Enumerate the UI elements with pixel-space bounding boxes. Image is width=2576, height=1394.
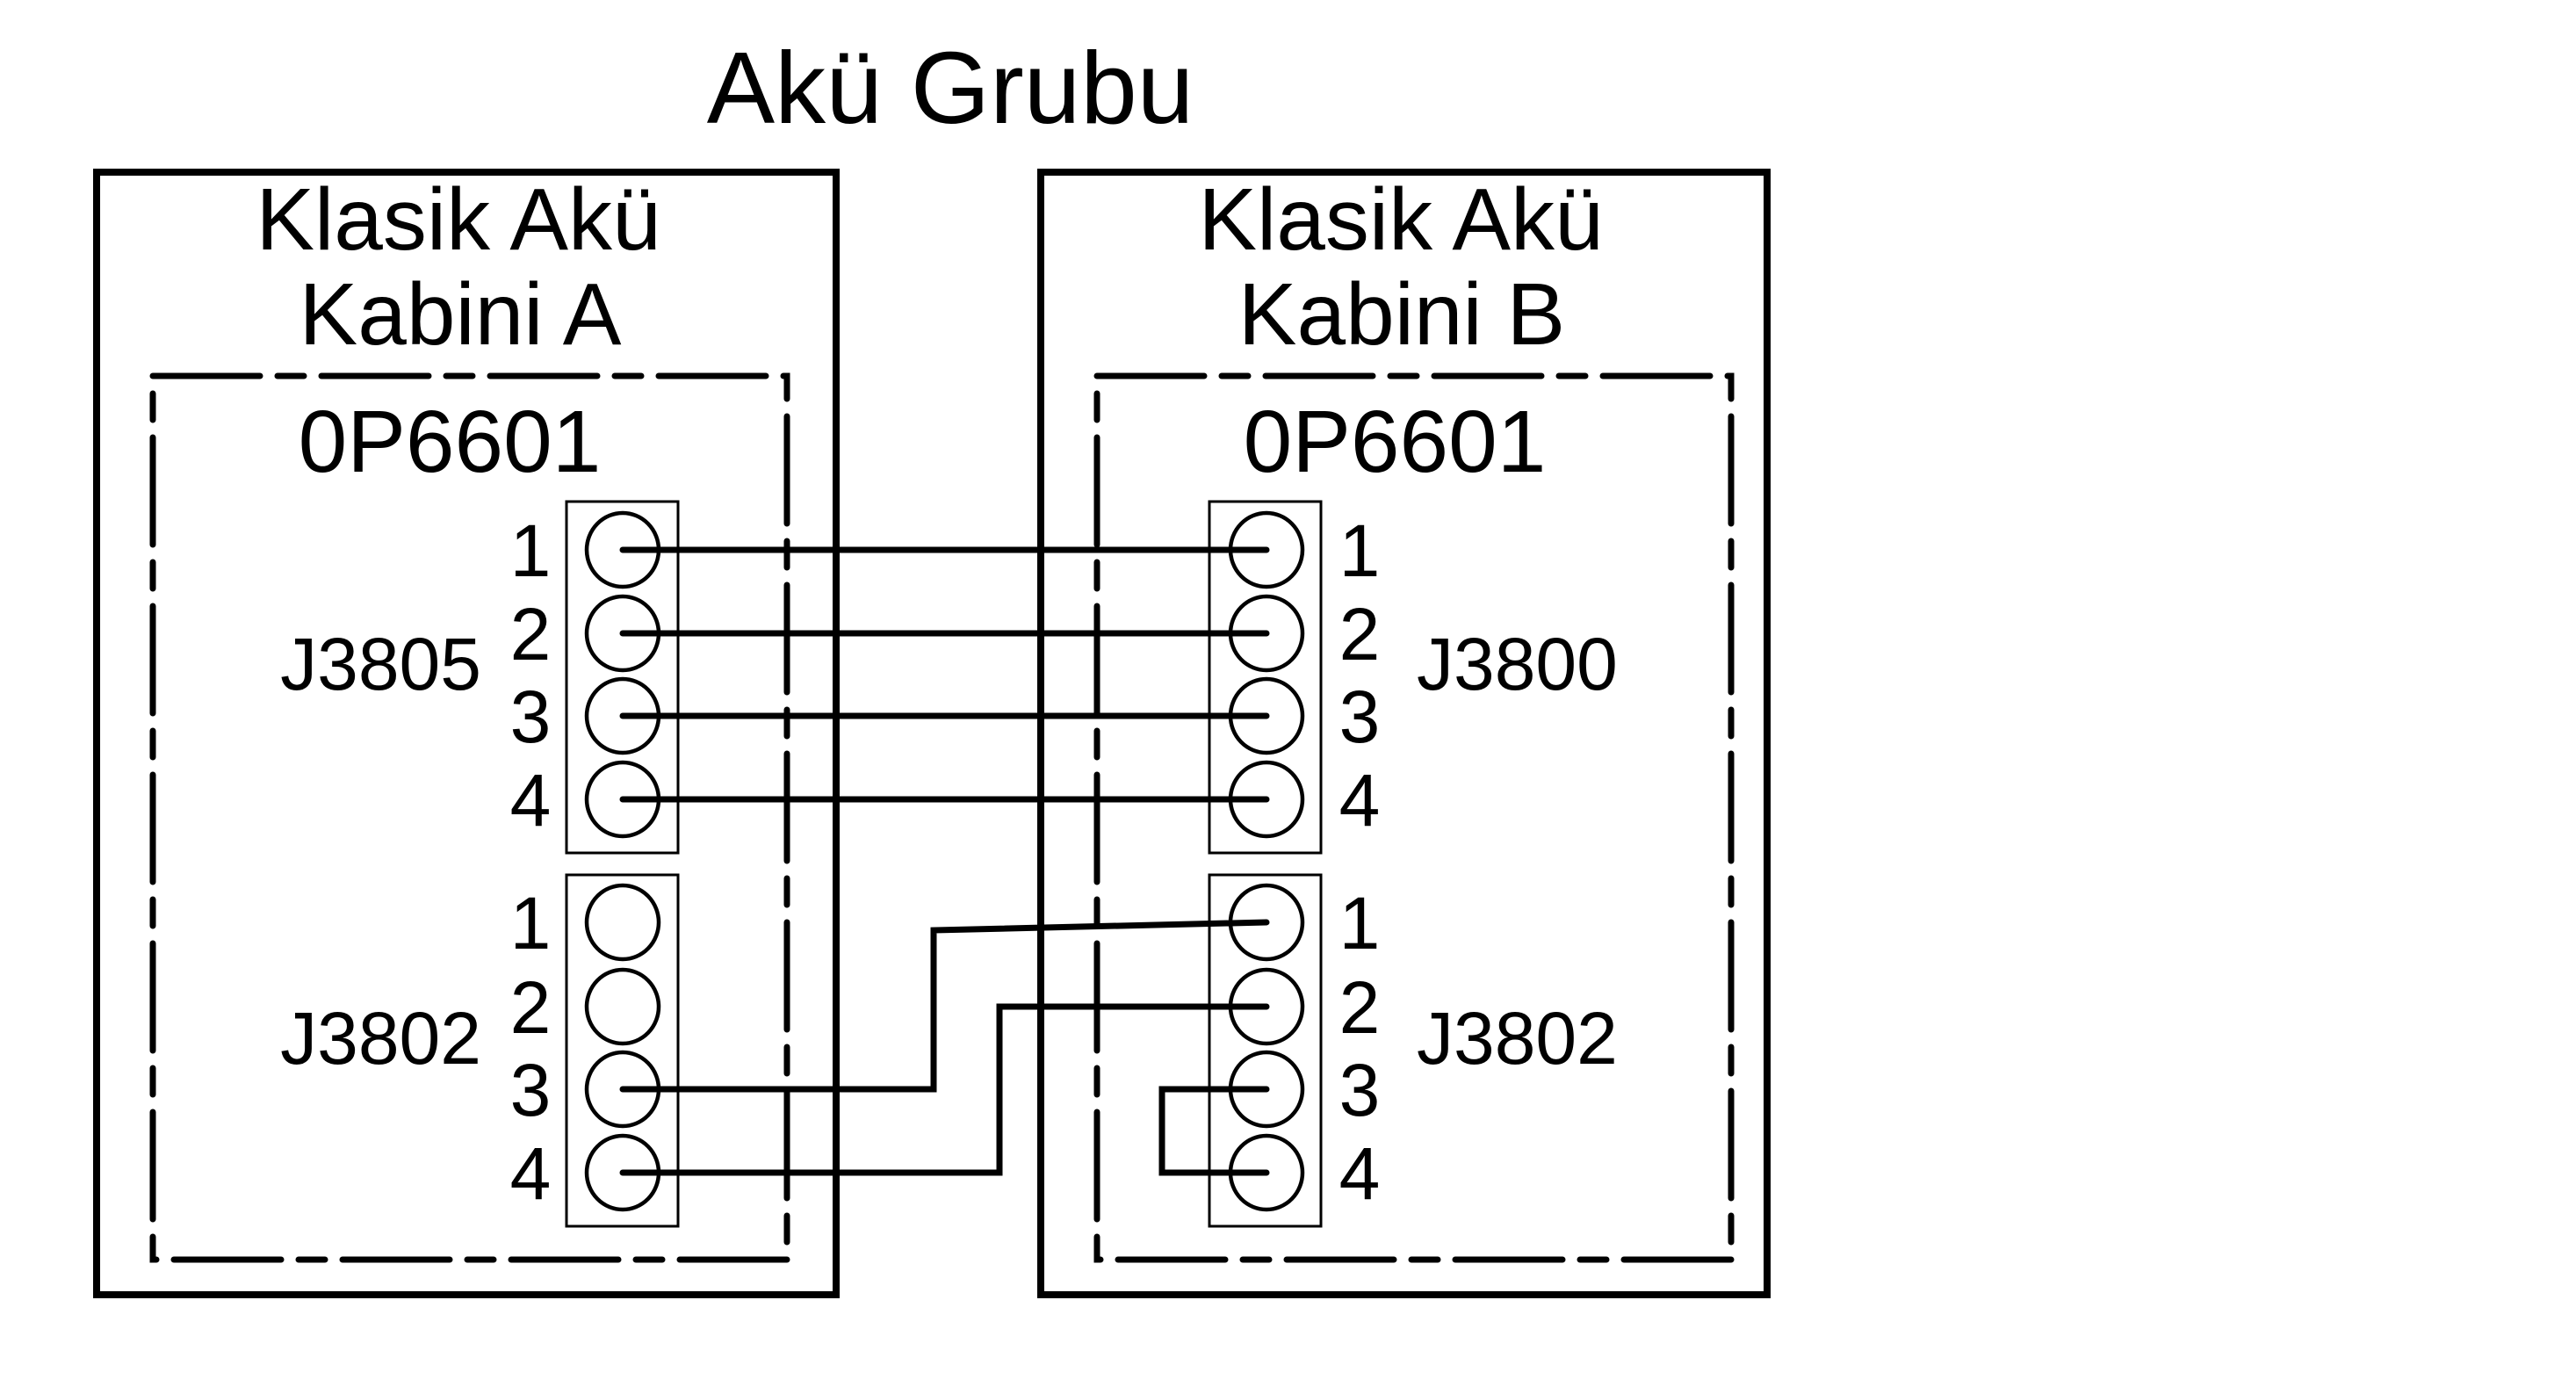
cabinet-b-outer-frame xyxy=(1037,169,1771,1298)
pin-number-b-j3800-3: 3 xyxy=(1339,675,1381,758)
cabinet-a-title-line1: Klasik Akü xyxy=(256,170,660,269)
cabinet-b-title-line2: Kabini B xyxy=(1238,265,1565,364)
wire-a-j3802-3-to-b-j3802-1 xyxy=(619,919,1270,1093)
cabinet-a-outer-frame xyxy=(93,169,840,1298)
pin-a-j3802-1 xyxy=(584,883,661,962)
wires xyxy=(619,546,1270,1176)
cabinet-b-part-number: 0P6601 xyxy=(1244,393,1547,491)
pin-number-b-j3802-2: 2 xyxy=(1339,966,1381,1049)
pin-number-a-j3802-2: 2 xyxy=(510,966,552,1049)
diagram-title: Akü Grubu xyxy=(707,31,1194,145)
pin-number-a-j3805-1: 1 xyxy=(510,509,552,592)
pin-number-a-j3802-4: 4 xyxy=(510,1132,552,1215)
cabinet-a-part-number: 0P6601 xyxy=(299,393,602,491)
cabinet-b-title-line1: Klasik Akü xyxy=(1198,170,1603,269)
pin-number-b-j3800-2: 2 xyxy=(1339,593,1381,675)
connector-b-j3802-label: J3802 xyxy=(1417,997,1618,1080)
pin-number-b-j3802-1: 1 xyxy=(1339,882,1381,964)
wire-a-j3802-4-to-b-j3802-2 xyxy=(619,1003,1270,1176)
connector-b-j3800-label: J3800 xyxy=(1417,623,1618,705)
pin-number-a-j3802-3: 3 xyxy=(510,1049,552,1131)
cabinet-a-title-line2: Kabini A xyxy=(299,265,622,364)
cabinet-b-module-outline xyxy=(1093,372,1735,1263)
connector-a-j3802-label: J3802 xyxy=(280,997,481,1080)
pin-a-j3802-2 xyxy=(584,967,661,1046)
pin-number-a-j3805-2: 2 xyxy=(510,593,552,675)
pin-number-b-j3802-4: 4 xyxy=(1339,1132,1381,1215)
pin-number-b-j3802-3: 3 xyxy=(1339,1049,1381,1131)
pin-number-b-j3800-4: 4 xyxy=(1339,759,1381,841)
cabinet-a-module-outline xyxy=(149,372,790,1263)
pin-number-a-j3805-3: 3 xyxy=(510,675,552,758)
pin-number-a-j3805-4: 4 xyxy=(510,759,552,841)
connector-a-j3805-label: J3805 xyxy=(280,623,481,705)
pin-number-b-j3800-1: 1 xyxy=(1339,509,1381,592)
wire-b-j3802-3-to-b-j3802-4 xyxy=(1158,1086,1270,1176)
pin-number-a-j3802-1: 1 xyxy=(510,882,552,964)
